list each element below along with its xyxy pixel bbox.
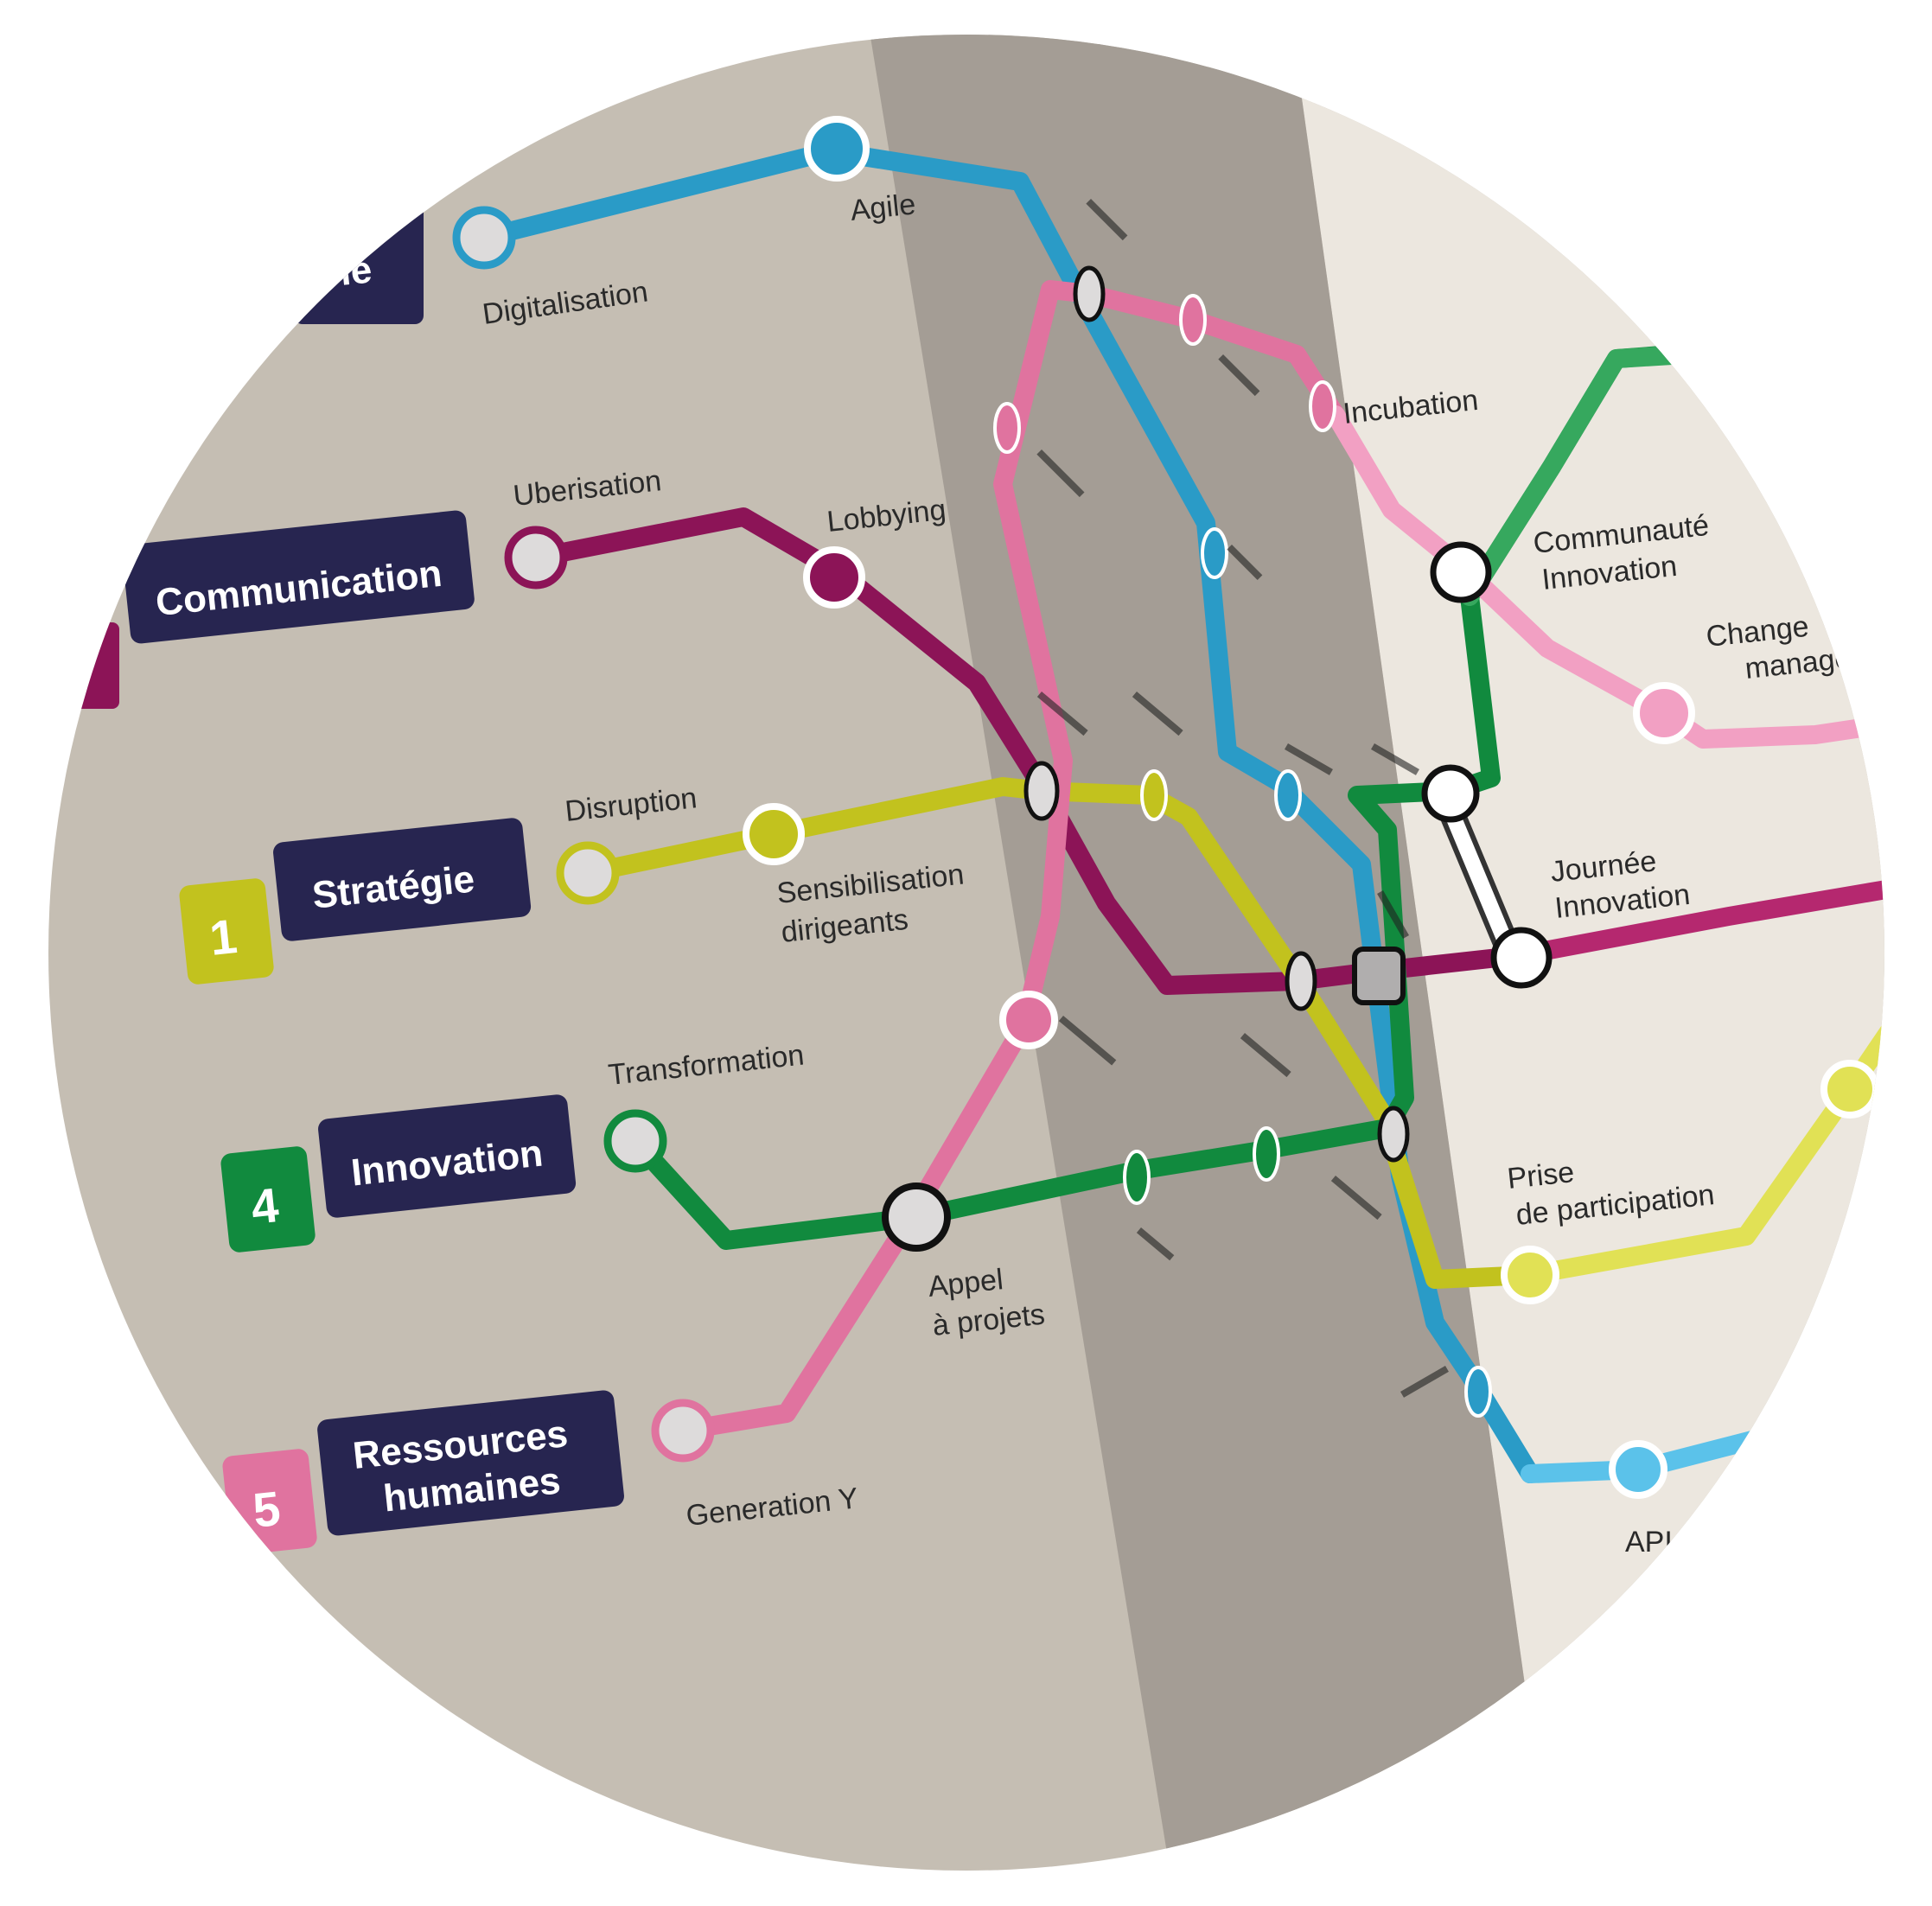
line-rh-right (1326, 405, 1884, 749)
line-badge-innovation[interactable] (317, 1093, 577, 1219)
line-rh (673, 280, 1345, 1440)
station-band-blue-4[interactable] (1464, 1366, 1492, 1418)
station-band-blue-2[interactable] (1201, 527, 1228, 579)
station-generation-y[interactable] (651, 1399, 715, 1463)
station-band-interchange-2[interactable] (1285, 951, 1317, 1011)
station-band-green-2[interactable] (1253, 1126, 1280, 1182)
station-band-green-1[interactable] (1123, 1150, 1151, 1205)
line-number-1: 1 (207, 908, 239, 966)
line-innovation-right (1460, 345, 1695, 606)
line-badge-top-label: ie (338, 248, 374, 294)
station-api[interactable] (1609, 1440, 1667, 1499)
station-band-blue-3[interactable] (1274, 769, 1302, 821)
station-appel-projets[interactable] (882, 1182, 951, 1252)
line-badge-rh[interactable] (316, 1389, 625, 1536)
line-badge-top (294, 203, 424, 324)
band-illegible-labels (1036, 198, 1449, 1398)
station-band-interchange-1[interactable] (1023, 761, 1060, 821)
line-number-badge-1 (179, 878, 274, 985)
station-band-interchange-3[interactable] (1377, 1106, 1410, 1163)
station-sensibilisation[interactable] (743, 803, 805, 865)
line-badge-strategie[interactable] (272, 817, 532, 942)
station-communaute-innovation[interactable] (1430, 541, 1492, 603)
line-strategie-right (1521, 959, 1884, 1284)
station-agile[interactable] (804, 116, 870, 182)
station-band-pink-3[interactable] (993, 402, 1021, 454)
station-disruption[interactable] (556, 841, 620, 905)
station-band-blue-1[interactable] (1073, 265, 1106, 322)
station-band-olive-1[interactable] (1140, 769, 1168, 821)
station-digitalisation[interactable] (452, 206, 516, 270)
label-agile: Agile (849, 188, 917, 227)
line-badge-communication[interactable] (121, 509, 475, 644)
line-communication (526, 507, 1531, 995)
line-number-badge-4 (220, 1146, 316, 1253)
line-number-5: 5 (251, 1481, 284, 1538)
station-transformation[interactable] (603, 1109, 667, 1173)
station-yellow-right[interactable] (1820, 1060, 1879, 1119)
station-band-pink-2[interactable] (1309, 380, 1336, 432)
station-uberisation[interactable] (504, 526, 568, 590)
station-change-management[interactable] (1633, 682, 1695, 744)
communication-line-accent (69, 622, 119, 709)
station-rh-mid[interactable] (999, 991, 1058, 1049)
line-communication-right (1512, 872, 1884, 965)
label-appel-1: Appel (927, 1263, 1004, 1304)
label-api: API (1625, 1526, 1673, 1559)
line-number-4: 4 (249, 1177, 282, 1234)
station-band-pink-1[interactable] (1179, 294, 1207, 346)
line-strategie (578, 777, 1540, 1289)
label-prise-1: Prise (1506, 1156, 1576, 1195)
station-journee-innovation[interactable] (1490, 927, 1553, 989)
station-prise-participation[interactable] (1501, 1246, 1559, 1304)
station-journee-innovation-top[interactable] (1421, 764, 1480, 823)
central-band (864, 35, 1556, 1871)
station-lobbying[interactable] (803, 546, 865, 609)
station-band-interchange-main[interactable] (1352, 947, 1406, 1005)
